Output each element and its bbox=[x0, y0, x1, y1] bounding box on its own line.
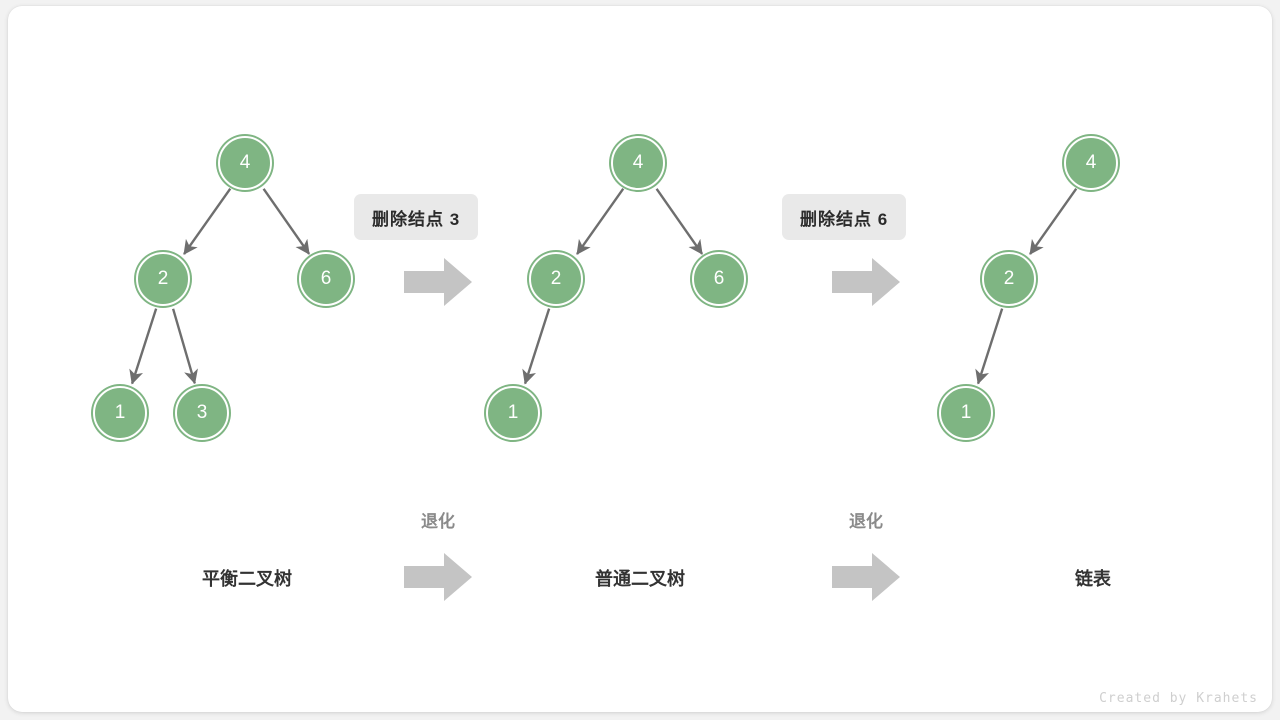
figure-card bbox=[8, 6, 1272, 712]
caption-balanced: 平衡二叉树 bbox=[202, 569, 292, 589]
operation-arrow-delete-node-6 bbox=[832, 258, 900, 306]
transition-label-degenerate-2: 退化 bbox=[849, 512, 883, 531]
tree-node-c1: 1 bbox=[939, 386, 993, 440]
caption-ordinary: 普通二叉树 bbox=[595, 569, 685, 589]
operation-arrow-delete-node-3 bbox=[404, 258, 472, 306]
transition-arrow-degenerate-1 bbox=[404, 553, 472, 601]
operation-label-delete-node-3: 删除结点 3 bbox=[354, 194, 479, 240]
tree-node-a1: 1 bbox=[93, 386, 147, 440]
tree-node-a2: 2 bbox=[136, 252, 190, 306]
tree-node-a4: 4 bbox=[218, 136, 272, 190]
transition-arrow-degenerate-2 bbox=[832, 553, 900, 601]
transition-label-degenerate-1: 退化 bbox=[421, 512, 455, 531]
tree-node-b1: 1 bbox=[486, 386, 540, 440]
tree-node-b4: 4 bbox=[611, 136, 665, 190]
tree-node-b2: 2 bbox=[529, 252, 583, 306]
operation-label-delete-node-6: 删除结点 6 bbox=[782, 194, 907, 240]
tree-node-c4: 4 bbox=[1064, 136, 1118, 190]
caption-list: 链表 bbox=[1075, 569, 1111, 589]
tree-node-b6: 6 bbox=[692, 252, 746, 306]
credit-text: Created by Krahets bbox=[1099, 691, 1258, 706]
tree-node-a6: 6 bbox=[299, 252, 353, 306]
tree-node-c2: 2 bbox=[982, 252, 1036, 306]
tree-node-a3: 3 bbox=[175, 386, 229, 440]
